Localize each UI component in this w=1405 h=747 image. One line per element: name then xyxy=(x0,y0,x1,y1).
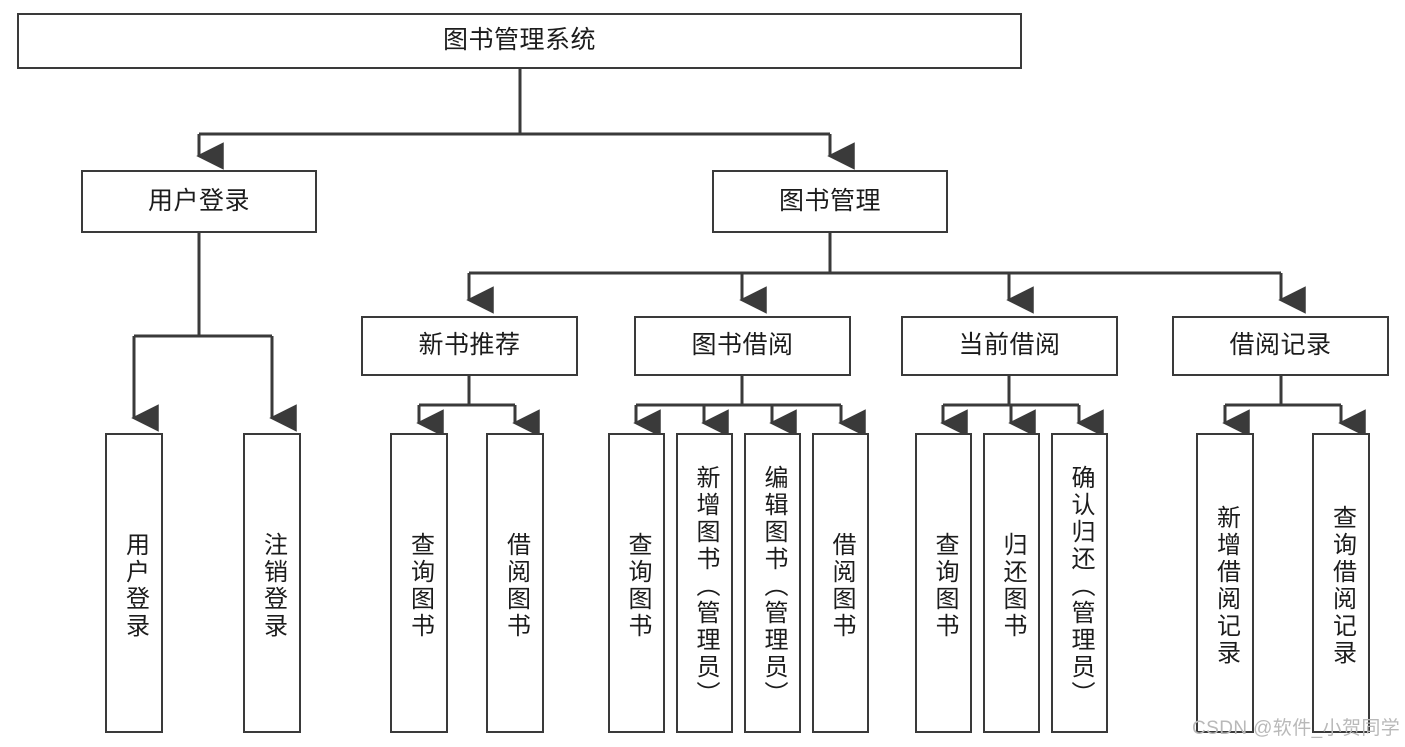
node-leaf-add-book[interactable]: 新增图书（管理员） xyxy=(676,433,733,733)
node-current-borrow-label: 当前借阅 xyxy=(958,331,1061,360)
node-root[interactable]: 图书管理系统 xyxy=(17,13,1022,69)
node-borrow-record[interactable]: 借阅记录 xyxy=(1172,316,1389,376)
node-book-borrow-label: 图书借阅 xyxy=(691,331,794,360)
node-book-manage[interactable]: 图书管理 xyxy=(712,170,948,233)
node-leaf-query-book-2-label: 查询图书 xyxy=(623,532,651,640)
node-new-book-rec[interactable]: 新书推荐 xyxy=(361,316,578,376)
node-book-manage-label: 图书管理 xyxy=(778,186,881,215)
node-leaf-return-book-label: 归还图书 xyxy=(998,532,1026,640)
node-book-borrow[interactable]: 图书借阅 xyxy=(634,316,851,376)
node-leaf-query-record-label: 查询借阅记录 xyxy=(1328,505,1356,667)
node-root-label: 图书管理系统 xyxy=(442,26,596,55)
node-leaf-confirm-return-label: 确认归还（管理员） xyxy=(1066,464,1094,708)
node-leaf-logout-label: 注销登录 xyxy=(259,532,287,640)
node-leaf-borrow-book-2-label: 借阅图书 xyxy=(827,532,855,640)
node-leaf-edit-book-label: 编辑图书（管理员） xyxy=(759,464,787,708)
node-current-borrow[interactable]: 当前借阅 xyxy=(901,316,1118,376)
node-leaf-borrow-book-2[interactable]: 借阅图书 xyxy=(812,433,869,733)
node-leaf-add-record[interactable]: 新增借阅记录 xyxy=(1196,433,1254,733)
csdn-watermark: CSDN @软件_小贺同学 xyxy=(1192,718,1401,739)
node-leaf-edit-book[interactable]: 编辑图书（管理员） xyxy=(744,433,801,733)
node-leaf-borrow-book-1-label: 借阅图书 xyxy=(502,532,530,640)
node-user-login-label: 用户登录 xyxy=(147,186,250,215)
node-leaf-query-book-1-label: 查询图书 xyxy=(406,532,434,640)
node-borrow-record-label: 借阅记录 xyxy=(1229,331,1332,360)
node-leaf-query-book-3[interactable]: 查询图书 xyxy=(915,433,972,733)
node-leaf-query-book-1[interactable]: 查询图书 xyxy=(390,433,448,733)
node-leaf-query-record[interactable]: 查询借阅记录 xyxy=(1312,433,1370,733)
node-leaf-logout[interactable]: 注销登录 xyxy=(243,433,301,733)
node-leaf-user-login-label: 用户登录 xyxy=(121,532,149,640)
node-leaf-query-book-3-label: 查询图书 xyxy=(930,532,958,640)
node-leaf-confirm-return[interactable]: 确认归还（管理员） xyxy=(1051,433,1108,733)
node-leaf-query-book-2[interactable]: 查询图书 xyxy=(608,433,665,733)
node-leaf-add-book-label: 新增图书（管理员） xyxy=(691,464,719,708)
node-user-login[interactable]: 用户登录 xyxy=(81,170,317,233)
node-leaf-user-login[interactable]: 用户登录 xyxy=(105,433,163,733)
node-leaf-add-record-label: 新增借阅记录 xyxy=(1212,505,1240,667)
node-leaf-return-book[interactable]: 归还图书 xyxy=(983,433,1040,733)
node-new-book-rec-label: 新书推荐 xyxy=(418,331,521,360)
node-leaf-borrow-book-1[interactable]: 借阅图书 xyxy=(486,433,544,733)
